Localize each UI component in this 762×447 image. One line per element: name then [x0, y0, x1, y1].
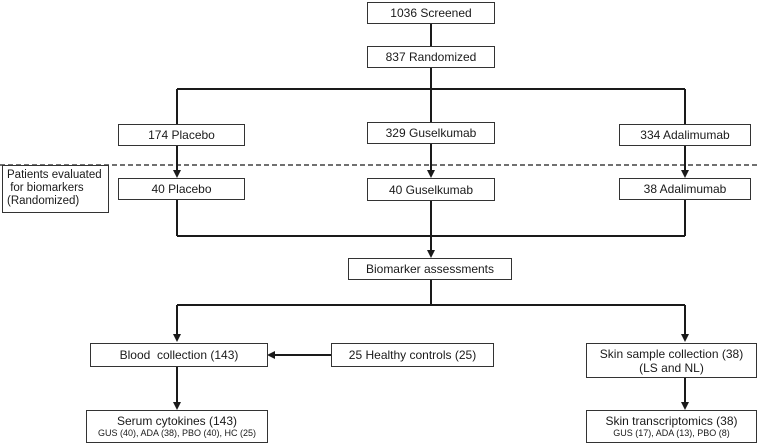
serum-cytokines-label: Serum cytokines (143) — [116, 414, 238, 428]
adalimumab-evaluated-box: 38 Adalimumab — [619, 178, 751, 200]
placebo-box: 174 Placebo — [118, 124, 245, 146]
placebo-label: 174 Placebo — [148, 128, 215, 142]
healthy-controls-label: 25 Healthy controls (25) — [348, 348, 477, 362]
note-line-3: (Randomized) — [7, 195, 80, 207]
adalimumab-evaluated-label: 38 Adalimumab — [643, 182, 727, 196]
adalimumab-label: 334 Adalimumab — [640, 128, 730, 142]
skin-sample-label: Skin sample collection (38) — [599, 346, 744, 361]
serum-cytokines-box: Serum cytokines (143) GUS (40), ADA (38)… — [86, 410, 268, 443]
biomarker-assessments-box: Biomarker assessments — [348, 258, 512, 280]
placebo-evaluated-box: 40 Placebo — [118, 178, 245, 200]
note-line-1: Patients evaluated — [7, 169, 102, 181]
blood-collection-box: Blood collection (143) — [90, 343, 268, 367]
randomized-label: 837 Randomized — [385, 50, 477, 64]
guselkumab-label: 329 Guselkumab — [385, 126, 477, 140]
screened-label: 1036 Screened — [390, 6, 472, 20]
skin-transcriptomics-sublabel: GUS (17), ADA (13), PBO (8) — [613, 428, 730, 438]
note-line-2: for biomarkers — [7, 182, 84, 194]
skin-sample-sublabel: (LS and NL) — [639, 360, 704, 375]
placebo-evaluated-label: 40 Placebo — [151, 182, 212, 196]
randomized-box: 837 Randomized — [367, 46, 495, 68]
serum-cytokines-sublabel: GUS (40), ADA (38), PBO (40), HC (25) — [97, 428, 257, 438]
adalimumab-box: 334 Adalimumab — [619, 124, 751, 146]
healthy-controls-box: 25 Healthy controls (25) — [331, 343, 494, 367]
skin-sample-box: Skin sample collection (38) (LS and NL) — [586, 343, 757, 378]
guselkumab-evaluated-label: 40 Guselkumab — [388, 182, 474, 197]
biomarker-assessments-label: Biomarker assessments — [365, 262, 495, 276]
guselkumab-evaluated-box: 40 Guselkumab — [367, 178, 495, 201]
guselkumab-box: 329 Guselkumab — [367, 122, 495, 144]
skin-transcriptomics-label: Skin transcriptomics (38) — [605, 414, 738, 428]
biomarker-evaluation-note: Patients evaluated for biomarkers (Rando… — [2, 165, 109, 213]
screened-box: 1036 Screened — [367, 2, 495, 24]
blood-collection-label: Blood collection (143) — [119, 348, 239, 362]
skin-transcriptomics-box: Skin transcriptomics (38) GUS (17), ADA … — [586, 410, 757, 443]
